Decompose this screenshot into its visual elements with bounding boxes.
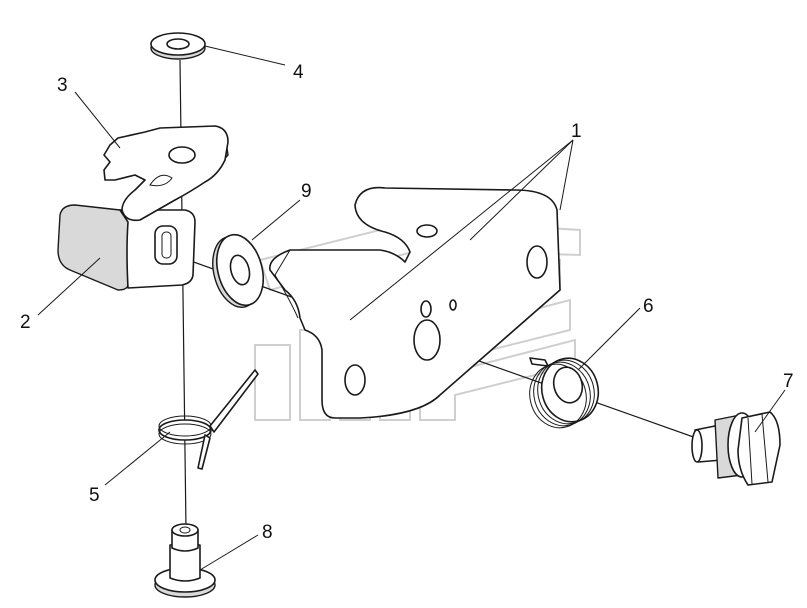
part-4-washer (150, 32, 206, 60)
part-8-pin (154, 523, 216, 598)
part-1-bracket (269, 186, 561, 419)
callout-3: 3 (57, 75, 68, 96)
callout-6: 6 (643, 296, 654, 317)
callout-4: 4 (293, 62, 304, 83)
callout-2: 2 (20, 312, 31, 333)
part-3-latch (103, 125, 229, 222)
callout-5: 5 (89, 485, 100, 506)
callout-8: 8 (262, 522, 273, 543)
part-9-washer (212, 233, 265, 308)
callout-7: 7 (783, 371, 794, 392)
leader-lines (37, 45, 786, 571)
part-2-block (57, 204, 196, 291)
callout-9: 9 (301, 181, 312, 202)
callout-1: 1 (571, 121, 582, 142)
part-7-bolt (691, 411, 781, 486)
part-6-spring (529, 357, 600, 429)
callout-labels: 1 2 3 4 5 6 7 8 9 (20, 62, 794, 543)
part-5-spring (158, 369, 259, 470)
